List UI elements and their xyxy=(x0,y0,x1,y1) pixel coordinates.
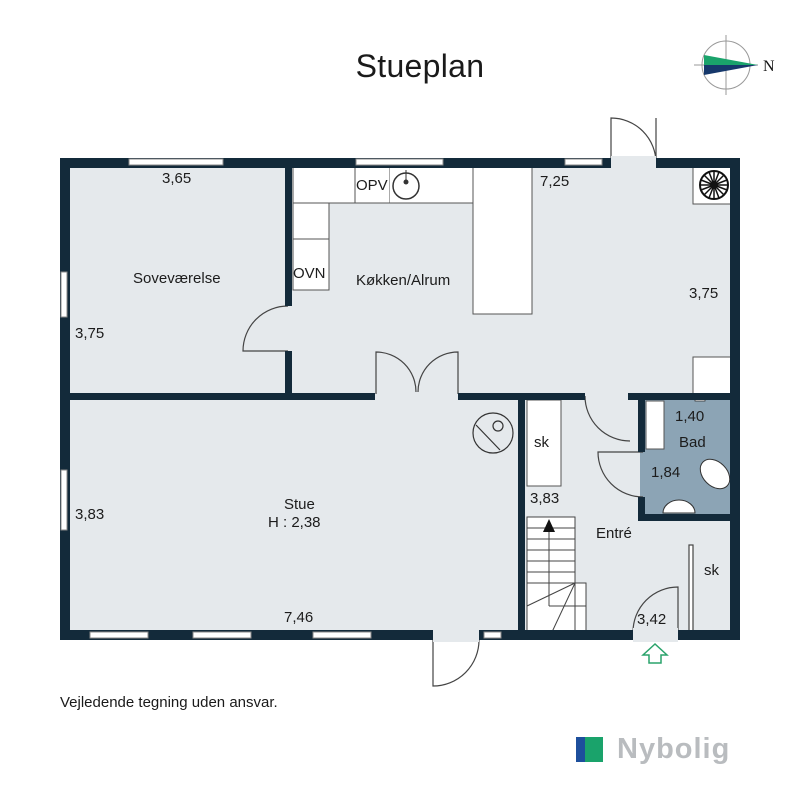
bedroom-name-label: Soveværelse xyxy=(133,270,221,287)
page-title: Stueplan xyxy=(355,48,485,84)
kitchen-name-label: Køkken/Alrum xyxy=(356,272,451,289)
stair-up-arrow-icon xyxy=(543,519,555,532)
bath-shelf xyxy=(645,400,665,450)
bedroom-width-label: 3,65 xyxy=(162,170,192,187)
brand-name: Nybolig xyxy=(617,733,731,765)
disclaimer-text: Vejledende tegning uden ansvar. xyxy=(60,694,278,711)
kitchen-width-label: 7,25 xyxy=(540,173,570,190)
brand-logo-mark-icon xyxy=(576,737,603,762)
living-width-label: 7,46 xyxy=(284,609,314,626)
sink-icon xyxy=(392,170,420,200)
windows xyxy=(60,158,603,639)
dishwasher-label: OPV xyxy=(356,177,388,194)
living-depth-label: 3,83 xyxy=(75,506,105,523)
bath-width-label: 1,40 xyxy=(675,408,705,425)
bath-depth-label: 1,84 xyxy=(651,464,681,481)
staircase xyxy=(526,516,587,633)
door-swings xyxy=(242,117,694,687)
brand-logo: Nybolig xyxy=(576,733,731,765)
fireplace-icon xyxy=(699,170,729,200)
compass-icon: N xyxy=(694,35,775,95)
entrance-arrow-icon xyxy=(641,642,669,664)
bath-name-label: Bad xyxy=(679,434,706,451)
closet-label-right: sk xyxy=(704,562,719,579)
bedroom-depth-label: 3,75 xyxy=(75,325,105,342)
entry-name-label: Entré xyxy=(596,525,632,542)
entry-depth-label: 3,83 xyxy=(530,490,560,507)
floor-lamp-icon xyxy=(472,412,514,454)
kitchen-counters xyxy=(292,166,734,395)
oven-label: OVN xyxy=(293,265,326,282)
closet-label-top: sk xyxy=(534,434,549,451)
living-height-label: H : 2,38 xyxy=(268,514,321,531)
kitchen-depth-label: 3,75 xyxy=(689,285,719,302)
toilet-icon xyxy=(699,458,731,490)
living-name-label: Stue xyxy=(284,496,315,513)
compass-north-label: N xyxy=(763,58,775,75)
washbasin-icon xyxy=(662,499,696,514)
entry-width-label: 3,42 xyxy=(637,611,667,628)
